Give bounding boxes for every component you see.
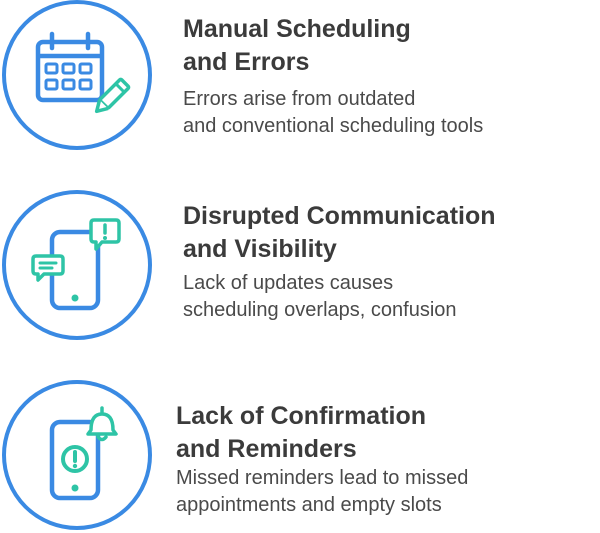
feature-description: Lack of updates causes scheduling overla…	[183, 272, 457, 321]
feature-title: Manual Scheduling and Errors	[183, 15, 411, 76]
phone-alert-icon	[49, 406, 118, 501]
feature-description: Missed reminders lead to missed appointm…	[176, 467, 469, 516]
icon-circle	[2, 380, 152, 530]
calendar-edit-icon	[35, 31, 131, 114]
icon-circle	[2, 190, 152, 340]
icon-circle	[2, 0, 152, 150]
feature-title: Lack of Confirmation and Reminders	[176, 402, 427, 463]
feature-description: Errors arise from outdated and conventio…	[183, 88, 484, 137]
phone-chat-icon	[31, 218, 121, 311]
bell-icon	[86, 406, 118, 442]
feature-title: Disrupted Communication and Visibility	[183, 202, 496, 263]
